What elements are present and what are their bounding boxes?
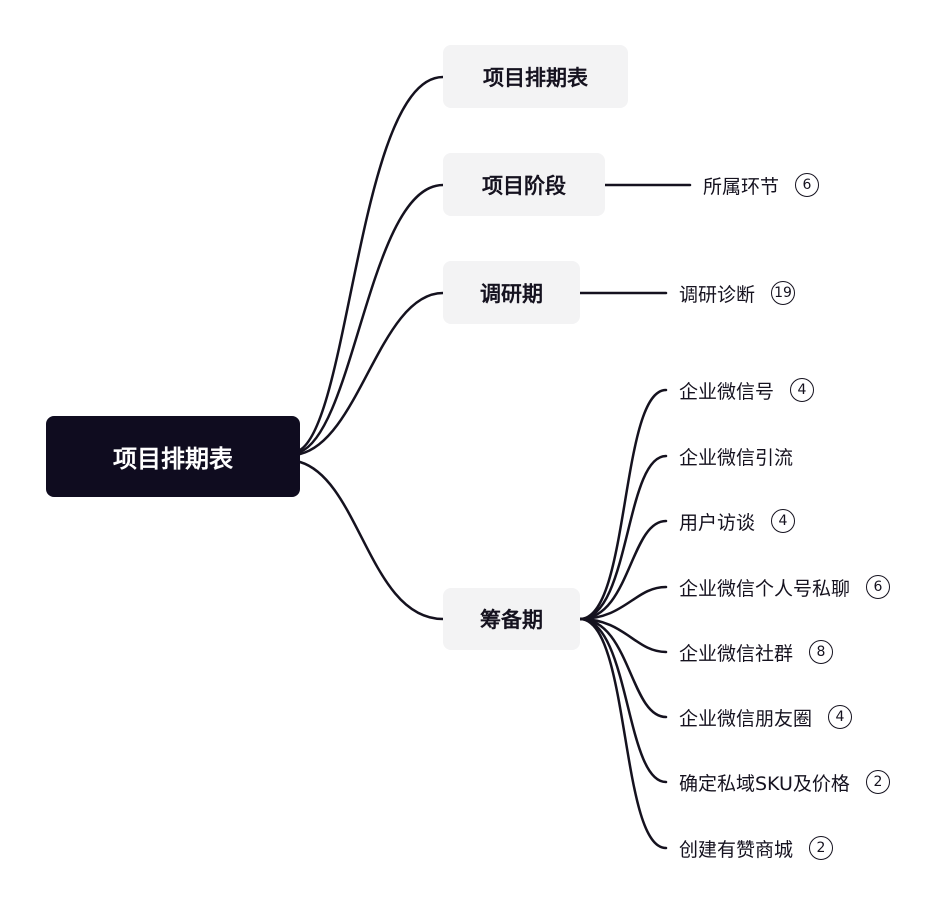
link-branch3-leaf-5 bbox=[578, 617, 668, 719]
link-root-branch-1 bbox=[298, 183, 445, 454]
link-branch3-leaf-3 bbox=[578, 585, 668, 621]
root-node[interactable]: 项目排期表 bbox=[46, 416, 300, 497]
leaf-node[interactable]: 企业微信个人号私聊 6 bbox=[679, 572, 891, 602]
branch-label: 项目排期表 bbox=[483, 65, 588, 90]
leaf-node[interactable]: 企业微信社群 8 bbox=[679, 637, 834, 667]
leaf-node[interactable]: 确定私域SKU及价格 2 bbox=[679, 767, 890, 797]
leaf-label: 所属环节 bbox=[703, 175, 780, 198]
link-branch3-leaf-2 bbox=[578, 519, 668, 621]
leaf-node[interactable]: 企业微信引流 bbox=[679, 441, 793, 471]
branch-label: 项目阶段 bbox=[482, 173, 566, 198]
root-label: 项目排期表 bbox=[113, 445, 233, 473]
count-badge: 2 bbox=[865, 770, 890, 794]
leaf-node[interactable]: 用户访谈 4 bbox=[679, 506, 796, 536]
link-root-branch-3 bbox=[298, 460, 445, 621]
leaf-label: 企业微信号 bbox=[679, 380, 775, 403]
branch-node[interactable]: 调研期 bbox=[443, 261, 580, 324]
leaf-label: 调研诊断 bbox=[679, 283, 756, 306]
link-branch3-leaf-4 bbox=[578, 617, 668, 654]
link-branch3-leaf-1 bbox=[578, 454, 668, 621]
leaf-node[interactable]: 企业微信号 4 bbox=[679, 375, 815, 405]
link-branch3-leaf-7 bbox=[578, 617, 668, 850]
branch-label: 筹备期 bbox=[480, 608, 543, 632]
leaf-label: 用户访谈 bbox=[679, 511, 756, 534]
leaf-node[interactable]: 所属环节 6 bbox=[703, 170, 820, 200]
branch-node[interactable]: 项目阶段 bbox=[443, 153, 605, 216]
link-root-branch-2 bbox=[298, 291, 445, 456]
leaf-node[interactable]: 创建有赞商城 2 bbox=[679, 833, 834, 863]
leaf-node[interactable]: 企业微信朋友圈 4 bbox=[679, 702, 853, 732]
leaf-node[interactable]: 调研诊断 19 bbox=[679, 278, 796, 308]
leaf-label: 企业微信个人号私聊 bbox=[679, 577, 851, 600]
count-badge: 6 bbox=[866, 575, 891, 599]
count-badge: 4 bbox=[790, 378, 815, 402]
link-branch3-leaf-0 bbox=[578, 388, 668, 621]
count-badge: 4 bbox=[771, 509, 796, 533]
count-badge: 6 bbox=[795, 173, 820, 197]
leaf-label: 企业微信引流 bbox=[679, 446, 794, 469]
count-badge: 19 bbox=[771, 281, 796, 305]
count-badge: 4 bbox=[828, 705, 853, 729]
link-branch3-leaf-6 bbox=[578, 617, 668, 784]
branch-label: 调研期 bbox=[480, 281, 543, 306]
count-badge: 8 bbox=[809, 640, 834, 664]
leaf-label: 企业微信社群 bbox=[679, 642, 794, 665]
count-badge: 2 bbox=[809, 836, 834, 860]
branch-node[interactable]: 项目排期表 bbox=[443, 45, 628, 108]
leaf-label: 创建有赞商城 bbox=[679, 838, 794, 861]
leaf-label: 确定私域SKU及价格 bbox=[679, 772, 850, 795]
branch-node[interactable]: 筹备期 bbox=[443, 588, 580, 650]
link-root-branch-0 bbox=[298, 75, 445, 452]
leaf-label: 企业微信朋友圈 bbox=[679, 707, 813, 730]
